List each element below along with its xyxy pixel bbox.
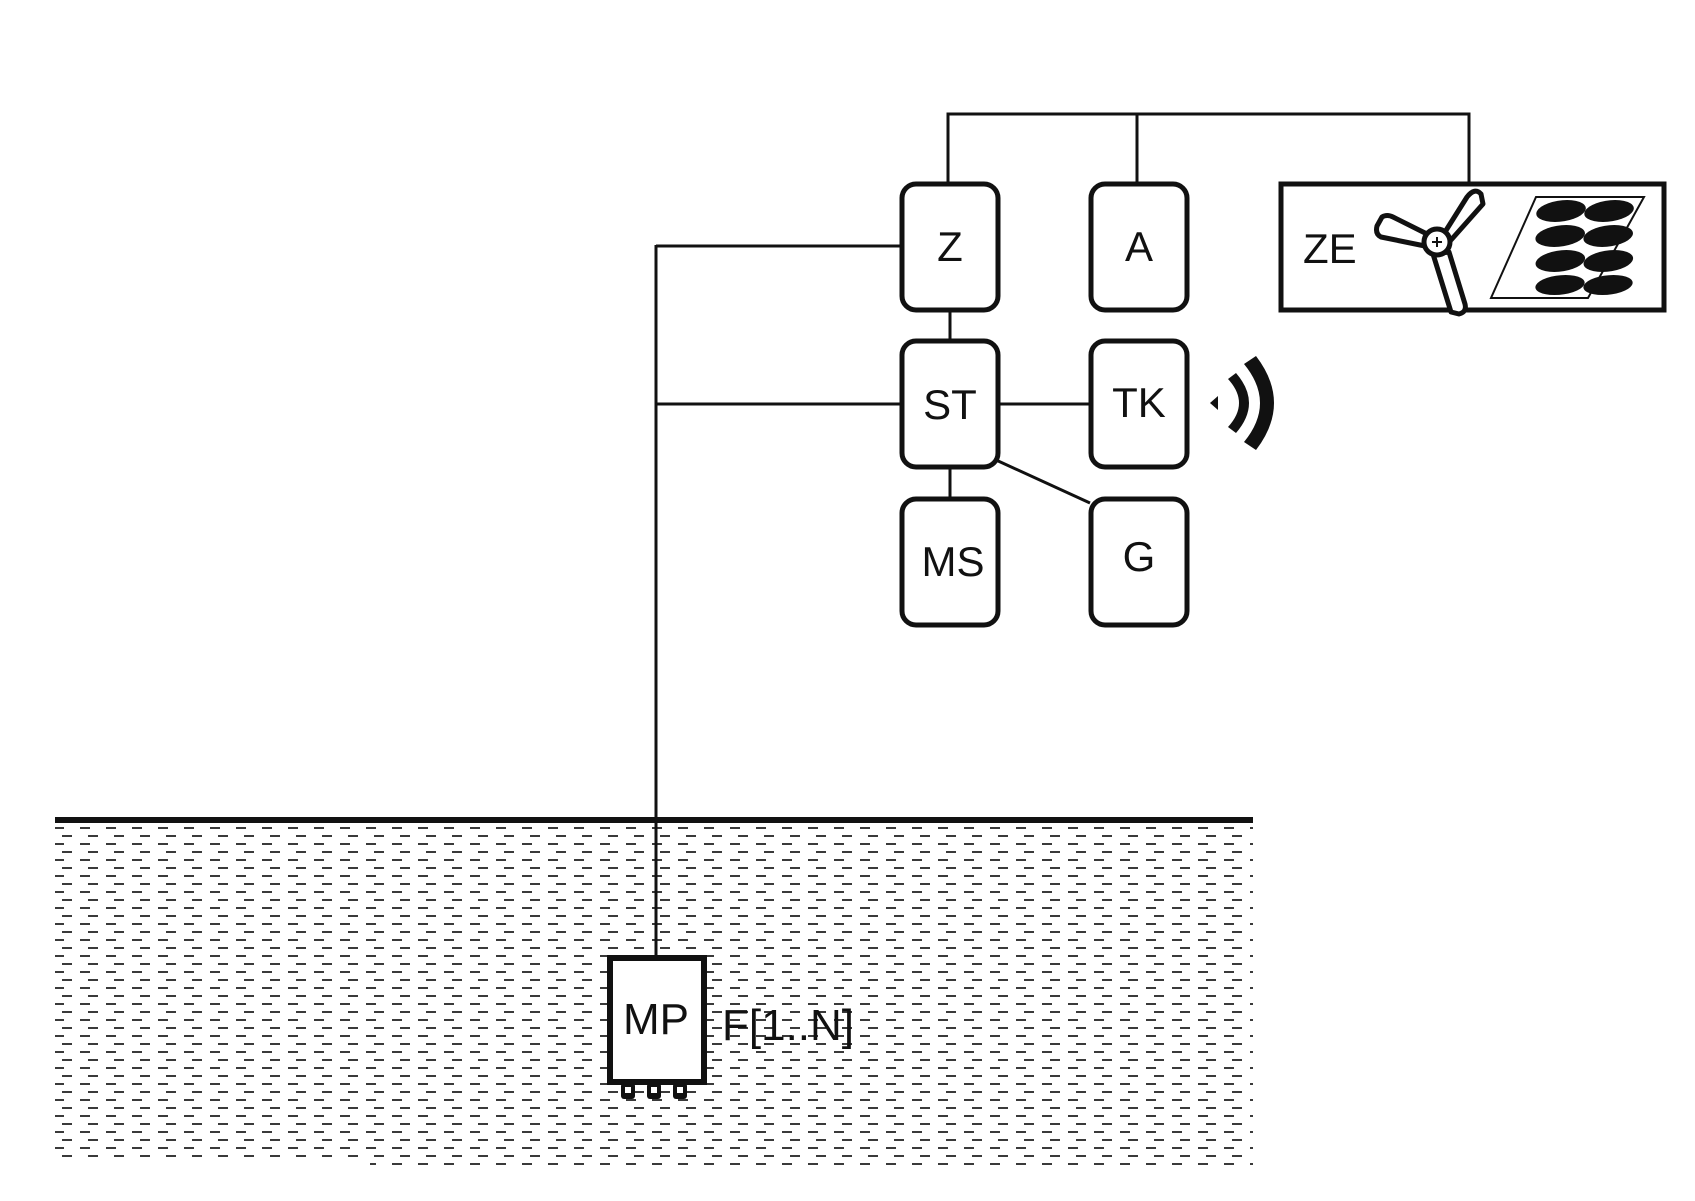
node-ms-box xyxy=(899,496,1001,628)
node-st[interactable]: ST xyxy=(899,338,1001,470)
node-st-label: ST xyxy=(923,381,977,428)
surface-line xyxy=(55,817,1253,823)
node-a[interactable]: A xyxy=(1088,181,1190,313)
node-tk-label: TK xyxy=(1112,379,1166,426)
wind-turbine-icon xyxy=(1374,188,1486,317)
node-ze-box-shadow xyxy=(1662,186,1666,312)
node-z-box xyxy=(899,181,1001,313)
node-ze-label: ZE xyxy=(1303,225,1357,272)
node-g[interactable]: G xyxy=(1088,496,1190,628)
solar-panel-icon xyxy=(1489,196,1646,299)
mp-annotation: F[1..N] xyxy=(722,1001,854,1050)
node-a-box xyxy=(1088,181,1190,313)
top-bus xyxy=(946,112,1471,183)
node-tk-box xyxy=(1088,338,1190,470)
st-g-link xyxy=(995,458,1091,505)
node-tk[interactable]: TK xyxy=(1088,338,1190,470)
top-bus-line xyxy=(946,112,1471,183)
node-mp[interactable]: MP xyxy=(607,955,707,1099)
node-ze[interactable]: ZE xyxy=(1278,181,1667,317)
node-ms[interactable]: MS xyxy=(899,496,1001,628)
node-mp-box xyxy=(607,955,707,1085)
node-z-label: Z xyxy=(937,223,963,270)
node-g-box xyxy=(1088,496,1190,628)
node-a-label: A xyxy=(1125,223,1153,270)
node-z[interactable]: Z xyxy=(899,181,1001,313)
water-hatching-bottom-row xyxy=(370,1160,1253,1168)
node-g-label: G xyxy=(1123,533,1156,580)
vertical-cable xyxy=(654,244,902,955)
node-st-box xyxy=(899,338,1001,470)
node-mp-label: MP xyxy=(623,995,689,1044)
node-ms-label: MS xyxy=(922,538,985,585)
wireless-signal-icon xyxy=(1210,356,1274,450)
